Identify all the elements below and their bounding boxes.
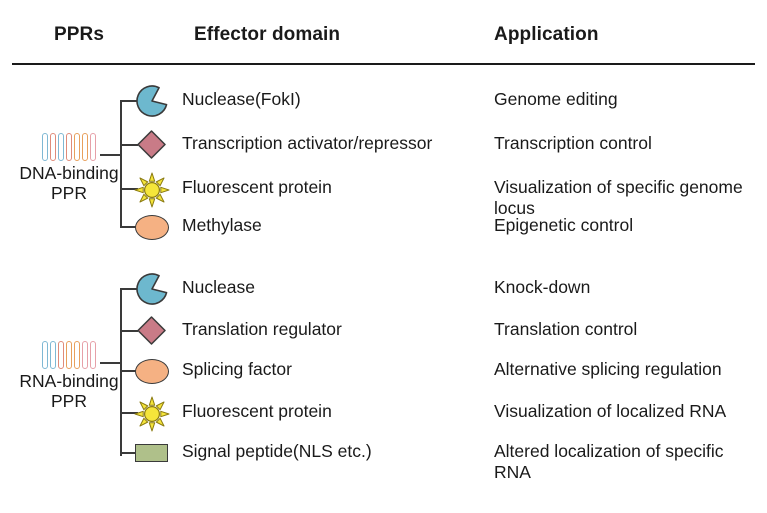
application-label: Genome editing bbox=[494, 89, 618, 109]
ppr-label: DNA-binding PPR bbox=[19, 163, 119, 203]
ppr-repeat-bar bbox=[82, 341, 88, 369]
ppr-repeat-bar bbox=[42, 133, 48, 161]
ppr-repeat-bar bbox=[42, 341, 48, 369]
sun-icon bbox=[134, 396, 170, 432]
table-row: Methylase Epigenetic control bbox=[0, 210, 767, 244]
ppr-repeat-bar bbox=[66, 341, 72, 369]
column-header-ppr: PPRs bbox=[54, 24, 105, 45]
table-row: Splicing factor Alternative splicing regu… bbox=[0, 354, 767, 388]
application-label: Alternative splicing regulation bbox=[494, 359, 722, 379]
effector-icon-container bbox=[134, 128, 178, 162]
ppr-connector-stem bbox=[100, 154, 122, 156]
effector-domain-label: Fluorescent protein bbox=[182, 401, 332, 421]
effector-domain-label: Translation regulator bbox=[182, 319, 342, 339]
table-header: PPRs Effector domain Application bbox=[0, 24, 767, 56]
bracket-branch bbox=[120, 188, 138, 190]
ppr-repeat-bar bbox=[82, 133, 88, 161]
effector-icon-container bbox=[134, 354, 178, 388]
ppr-repeat-bar bbox=[74, 341, 80, 369]
diamond-icon bbox=[137, 316, 166, 345]
ppr-repeat-bar bbox=[58, 341, 64, 369]
effector-domain-label: Methylase bbox=[182, 215, 262, 235]
effector-domain-label: Fluorescent protein bbox=[182, 177, 332, 197]
application-label: Epigenetic control bbox=[494, 215, 634, 235]
bracket-branch bbox=[120, 100, 138, 102]
table-row: Signal peptide(NLS etc.) Altered localiza… bbox=[0, 436, 767, 482]
nuclease-icon bbox=[136, 85, 168, 117]
table-row: Translation regulator Translation control bbox=[0, 314, 767, 348]
table-row: Fluorescent protein Visualization of spec… bbox=[0, 172, 767, 218]
bracket-branch bbox=[120, 144, 138, 146]
ppr-repeat-bar bbox=[50, 133, 56, 161]
application-label: Knock-down bbox=[494, 277, 591, 297]
application-label: Transcription control bbox=[494, 133, 652, 153]
group-dna-binding-ppr: DNA-binding PPR Nuclease(FokI) Genome edi… bbox=[0, 80, 767, 245]
rect-icon bbox=[135, 444, 168, 462]
effector-icon-container bbox=[134, 436, 178, 470]
bracket-spine bbox=[120, 100, 122, 228]
ppr-label: RNA-binding PPR bbox=[19, 371, 119, 411]
effector-domain-label: Transcription activator/repressor bbox=[182, 133, 433, 153]
effector-domain-label: Nuclease bbox=[182, 277, 255, 297]
diamond-icon bbox=[137, 130, 166, 159]
effector-icon-container bbox=[134, 172, 178, 208]
ppr-repeat-bars-icon bbox=[37, 340, 101, 370]
bracket-spine bbox=[120, 288, 122, 456]
effector-icon-container bbox=[134, 272, 178, 306]
column-header-effector-domain: Effector domain bbox=[194, 24, 341, 45]
ppr-repeat-bar bbox=[66, 133, 72, 161]
ppr-repeat-bar bbox=[74, 133, 80, 161]
header-divider-rule bbox=[12, 63, 755, 65]
application-label: Visualization of localized RNA bbox=[494, 401, 727, 421]
table-row: Nuclease Knock-down bbox=[0, 272, 767, 306]
effector-icon-container bbox=[134, 314, 178, 348]
effector-domain-label: Nuclease(FokI) bbox=[182, 89, 301, 109]
ellipse-icon bbox=[135, 359, 169, 384]
effector-domain-label: Splicing factor bbox=[182, 359, 292, 379]
sun-icon bbox=[134, 172, 170, 208]
effector-domain-label: Signal peptide(NLS etc.) bbox=[182, 441, 372, 461]
ppr-repeat-bar bbox=[90, 133, 96, 161]
bracket-branch bbox=[120, 370, 138, 372]
ppr-repeat-bar bbox=[50, 341, 56, 369]
application-label: Translation control bbox=[494, 319, 638, 339]
effector-icon-container bbox=[134, 84, 178, 118]
table-row: Transcription activator/repressor Transcr… bbox=[0, 128, 767, 162]
ppr-protein-block: DNA-binding PPR bbox=[8, 132, 130, 203]
ppr-protein-block: RNA-binding PPR bbox=[8, 340, 130, 411]
application-label: Altered localization of specific RNA bbox=[494, 441, 724, 482]
effector-icon-container bbox=[134, 210, 178, 244]
effector-icon-container bbox=[134, 396, 178, 432]
bracket-branch bbox=[120, 412, 138, 414]
bracket-branch bbox=[120, 452, 138, 454]
ppr-connector-stem bbox=[100, 362, 122, 364]
bracket-branch bbox=[120, 288, 138, 290]
bracket-branch bbox=[120, 226, 138, 228]
ppr-repeat-bars-icon bbox=[37, 132, 101, 162]
ppr-repeat-bar bbox=[58, 133, 64, 161]
ellipse-icon bbox=[135, 215, 169, 240]
table-row: Nuclease(FokI) Genome editing bbox=[0, 84, 767, 118]
application-label: Visualization of specific genome locus bbox=[494, 177, 743, 218]
column-header-application: Application bbox=[494, 24, 599, 45]
nuclease-icon bbox=[136, 273, 168, 305]
bracket-branch bbox=[120, 330, 138, 332]
table-row: Fluorescent protein Visualization of loca… bbox=[0, 396, 767, 432]
ppr-repeat-bar bbox=[90, 341, 96, 369]
